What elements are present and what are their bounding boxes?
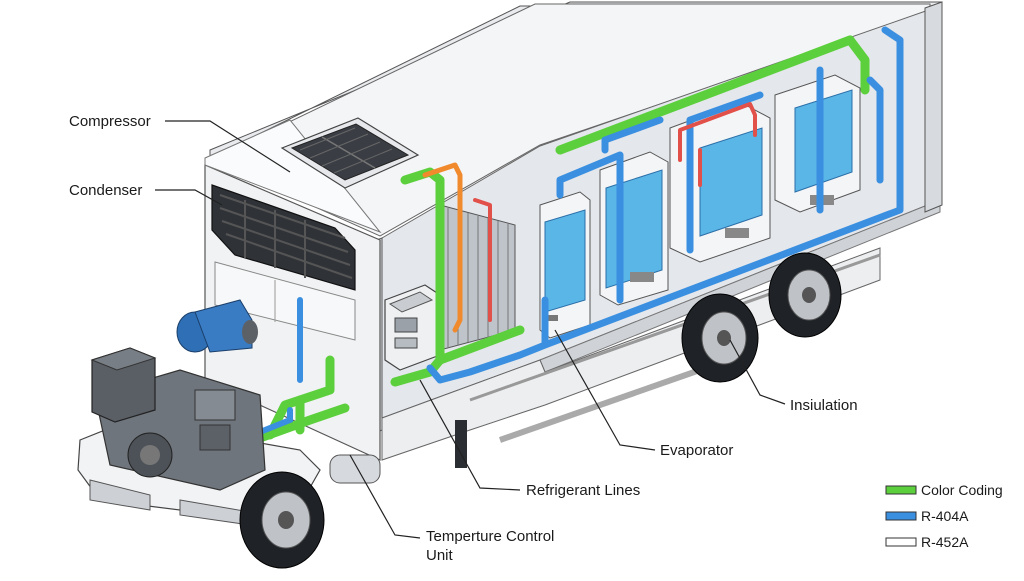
condenser-grille — [211, 184, 356, 291]
fuel-tank — [329, 454, 381, 484]
legend: Color Coding R-404A R-452A — [885, 482, 1003, 550]
legend-swatch-r404a — [885, 511, 917, 521]
evaporator-unit-2 — [599, 151, 669, 306]
rear-wheel-1 — [681, 293, 759, 383]
roof-fan-unit — [280, 117, 420, 189]
legend-label-r452a: R-452A — [921, 534, 969, 550]
rail-2 — [499, 367, 701, 443]
leader-evaporator — [554, 329, 656, 451]
trailer-lower-skirt — [381, 247, 881, 461]
leader-insulation — [729, 339, 786, 405]
legend-swatch-color-coding — [885, 485, 917, 495]
green-line-lower — [255, 395, 350, 443]
heat-exchanger-coil — [439, 204, 516, 351]
legend-swatch-r452a — [885, 537, 917, 547]
blue-line-front — [257, 297, 303, 435]
blue-refrigerant-line — [426, 26, 904, 384]
landing-gear — [455, 420, 467, 468]
front-wheel — [239, 471, 325, 569]
orange-refrigerant-line — [422, 162, 463, 333]
label-refrigerant-lines: Refrigerant Lines — [526, 482, 640, 499]
label-temp-control-2: Unit — [426, 547, 454, 564]
evaporator-unit-1 — [539, 191, 591, 339]
label-condenser: Condenser — [69, 182, 142, 199]
leader-condenser — [155, 189, 223, 206]
leader-temp-control — [349, 454, 421, 539]
label-temp-control-1: Temperture Control — [426, 528, 554, 545]
leader-refrigerant-lines — [419, 379, 521, 491]
electric-motor — [176, 299, 258, 353]
label-insulation: Insiulation — [790, 397, 858, 414]
reefer-unit-top — [204, 119, 382, 234]
legend-label-r404a: R-404A — [921, 508, 969, 524]
trailer-rear-frame — [924, 1, 943, 213]
leader-compressor — [165, 120, 291, 173]
green-refrigerant-line — [265, 35, 870, 440]
temperature-control-box — [384, 284, 441, 371]
label-compressor: Compressor — [69, 113, 151, 130]
red-refrigerant-line — [473, 102, 757, 322]
label-evaporator: Evaporator — [660, 442, 733, 459]
rear-wheel-2 — [768, 252, 842, 338]
battery-box — [90, 347, 157, 423]
legend-label-color-coding: Color Coding — [921, 482, 1003, 498]
evaporator-unit-3 — [669, 101, 771, 263]
unit-lower-panel — [214, 261, 356, 341]
